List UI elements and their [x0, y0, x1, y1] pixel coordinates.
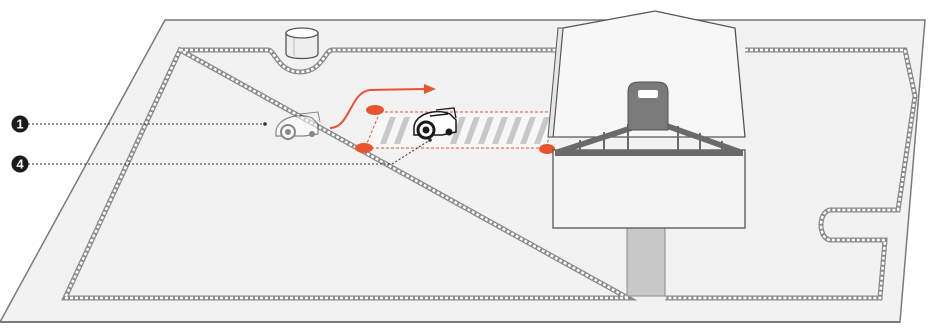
garage-icon	[547, 10, 746, 229]
callout-1-label: 1	[16, 117, 23, 132]
robot-mower-icon	[275, 111, 321, 140]
lawn-area	[0, 19, 926, 323]
zone-marker-left-bottom	[355, 143, 373, 153]
zone-marker-left-top	[366, 105, 384, 115]
boundary-wire	[61, 46, 918, 301]
callout-1: 1	[11, 115, 29, 133]
crossing-zone	[364, 111, 561, 149]
driveway-path	[626, 221, 666, 297]
callout-4-leader	[28, 139, 431, 165]
callout-4-label: 4	[16, 157, 24, 172]
zone-marker-right	[539, 144, 555, 154]
robot-mower-icon	[413, 107, 457, 140]
direction-arrow-icon	[329, 84, 436, 129]
callout-4: 4	[11, 155, 29, 173]
base-station-icon	[285, 27, 319, 60]
